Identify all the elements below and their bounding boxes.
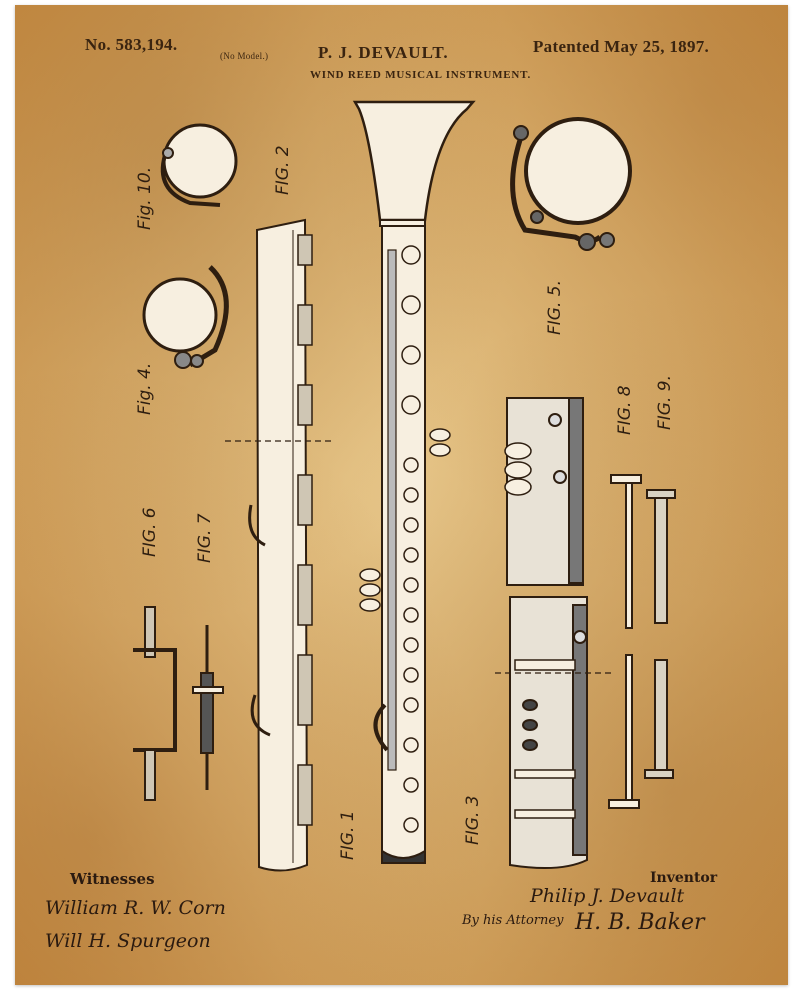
fig3-clarinet-drawing <box>352 100 476 864</box>
fig6-label: FIG. 6 <box>140 507 160 557</box>
inventor-name: P. J. DEVAULT. <box>318 43 449 62</box>
fig3-label: FIG. 3 <box>463 795 483 845</box>
inventor-signature: Philip J. Devault <box>530 885 685 907</box>
fig9-rod-drawing <box>644 489 676 779</box>
witnesses-label: Witnesses <box>70 870 155 888</box>
witness-signature-1: William R. W. Corn <box>45 897 226 919</box>
patent-title: WIND REED MUSICAL INSTRUMENT. <box>310 69 532 81</box>
fig5-label: FIG. 5. <box>545 280 565 335</box>
fig9-label: FIG. 9. <box>655 375 675 430</box>
fig2-label: FIG. 2 <box>273 145 293 195</box>
fig10-label: Fig. 10. <box>135 166 155 230</box>
fig1-label: FIG. 1 <box>338 810 358 860</box>
attorney-label: By his Attorney <box>462 913 564 928</box>
fig4-ring-drawing <box>142 265 229 369</box>
fig6-bracket-drawing <box>133 606 177 801</box>
inventor-label: Inventor <box>650 870 718 886</box>
patent-poster: No. 583,194. (No Model.) P. J. DEVAULT. … <box>15 5 788 985</box>
patent-drawings <box>133 100 676 872</box>
fig7-label: FIG. 7 <box>195 513 215 563</box>
model-note: (No Model.) <box>220 51 269 61</box>
patent-date: Patented May 25, 1897. <box>533 37 710 56</box>
fig7-rod-drawing <box>192 625 224 790</box>
fig8-rod-drawing <box>608 474 642 809</box>
fig5-ring-drawing <box>510 117 632 251</box>
fig10-ring-drawing <box>160 123 238 207</box>
witness-signature-2: Will H. Spurgeon <box>45 930 211 952</box>
attorney-signature: H. B. Baker <box>575 910 705 935</box>
fig1-tube-drawing <box>225 218 335 872</box>
fig8-label: FIG. 8 <box>615 385 635 435</box>
fig4-label: Fig. 4. <box>135 362 155 415</box>
patent-number: No. 583,194. <box>85 35 178 54</box>
fig9-tube-drawing <box>495 596 615 869</box>
fig8-tube-drawing <box>504 397 584 586</box>
